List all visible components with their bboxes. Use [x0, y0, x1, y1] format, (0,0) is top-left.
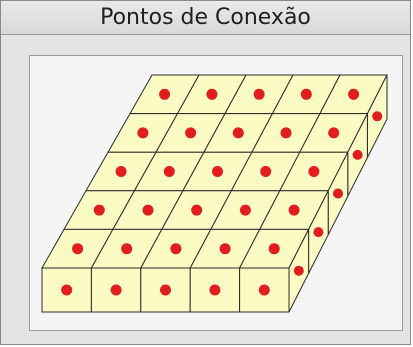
connection-point	[212, 166, 223, 177]
connection-point	[280, 127, 292, 139]
connection-point	[93, 204, 105, 216]
connection-point	[219, 243, 231, 255]
window-title: Pontos de Conexão	[100, 5, 311, 30]
connection-point	[288, 204, 300, 216]
connection-point	[328, 127, 340, 139]
connection-point	[313, 227, 324, 238]
connection-point	[232, 127, 244, 139]
connection-point	[293, 265, 304, 276]
connection-point	[191, 204, 203, 216]
connection-point	[159, 88, 171, 100]
connection-point	[209, 284, 221, 296]
connection-point	[253, 88, 265, 100]
connection-point	[142, 204, 154, 216]
connection-point	[137, 127, 149, 139]
connection-point	[115, 166, 127, 177]
connection-point	[348, 88, 360, 100]
connection-point	[239, 204, 251, 216]
connection-point	[300, 88, 312, 100]
title-bar: Pontos de Conexão	[1, 1, 410, 35]
connection-point	[333, 188, 343, 199]
connection-point	[72, 243, 84, 255]
connection-point	[110, 284, 122, 296]
diagram-panel	[29, 55, 403, 331]
connection-point	[206, 88, 218, 100]
connection-point	[163, 166, 175, 177]
connection-grid-diagram	[41, 74, 388, 313]
connection-point	[308, 166, 320, 177]
connection-point	[258, 284, 270, 296]
connection-point	[170, 243, 182, 255]
connection-point	[260, 166, 272, 177]
connection-point	[121, 243, 133, 255]
connection-point	[268, 243, 280, 255]
connection-point	[372, 111, 383, 122]
connection-point	[185, 127, 197, 139]
connection-point	[160, 284, 171, 296]
connection-point	[352, 149, 363, 160]
connection-point	[61, 284, 73, 296]
